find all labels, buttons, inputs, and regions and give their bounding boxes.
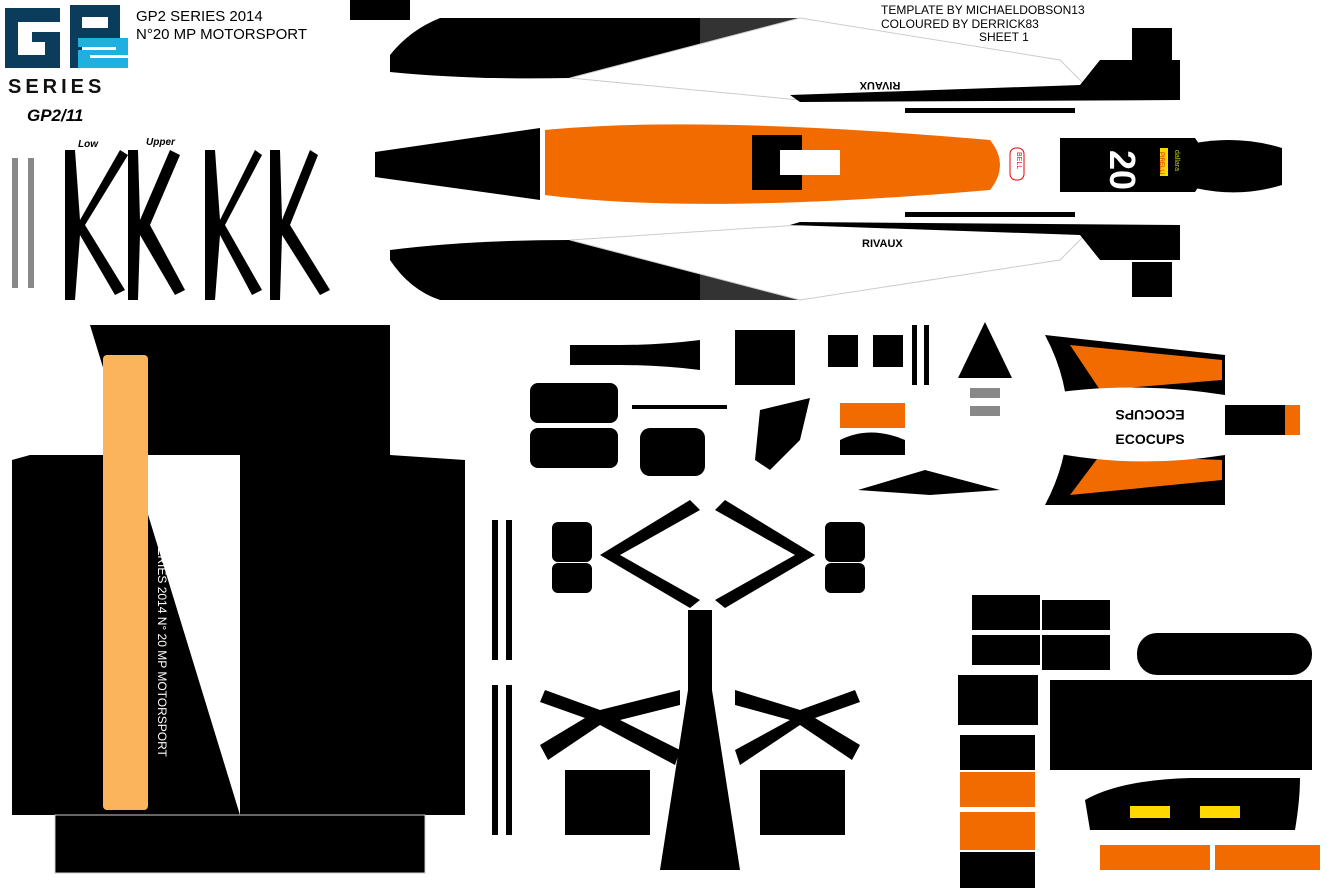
sponsor-ecocups-bottom: ECOCUPS — [1115, 431, 1184, 447]
floor-livery-text: GP2 SERIES 2014 N° 20 MP MOTORSPORT — [155, 512, 169, 758]
engine-cover: ECOCUPS ECOCUPS — [1040, 335, 1300, 505]
sponsor-rivaux-bottom: RIVAUX — [862, 238, 903, 250]
gp2-logo: SERIES — [5, 5, 128, 98]
title-line2: N°20 MP MOTORSPORT — [136, 26, 307, 43]
sponsor-ecocups-top: ECOCUPS — [1115, 407, 1184, 423]
credit-colour: COLOURED BY DERRICK83 — [881, 17, 1039, 31]
chassis-top: BELL 20 PIRELLI dallara — [375, 108, 1282, 217]
sheet-number: SHEET 1 — [979, 30, 1029, 44]
car-number: 20 — [1102, 150, 1143, 190]
title-line1: GP2 SERIES 2014 — [136, 8, 263, 25]
credit-template: TEMPLATE BY MICHAELDOBSON13 — [881, 3, 1085, 17]
logo-series-text: SERIES — [8, 76, 105, 98]
model-label: GP2/11 — [27, 106, 83, 125]
small-parts — [530, 322, 1012, 495]
upper-label: Upper — [146, 137, 176, 148]
sponsor-rivaux-top: RIVAUX — [859, 79, 900, 91]
suspension-wishbones: Low Upper — [12, 137, 330, 300]
low-label: Low — [78, 139, 99, 150]
pirelli-logo: PIRELLI — [1158, 152, 1164, 175]
wing-parts — [492, 500, 865, 870]
sidepod-bottom: RIVAUX — [390, 222, 1180, 301]
floor-panel: GP2 SERIES 2014 N° 20 MP MOTORSPORT — [12, 325, 465, 874]
dallara-logo: dallara — [1173, 150, 1180, 171]
sidepod-top: RIVAUX — [350, 0, 1180, 102]
misc-parts-right — [958, 595, 1320, 888]
bell-logo: BELL — [1015, 152, 1022, 169]
